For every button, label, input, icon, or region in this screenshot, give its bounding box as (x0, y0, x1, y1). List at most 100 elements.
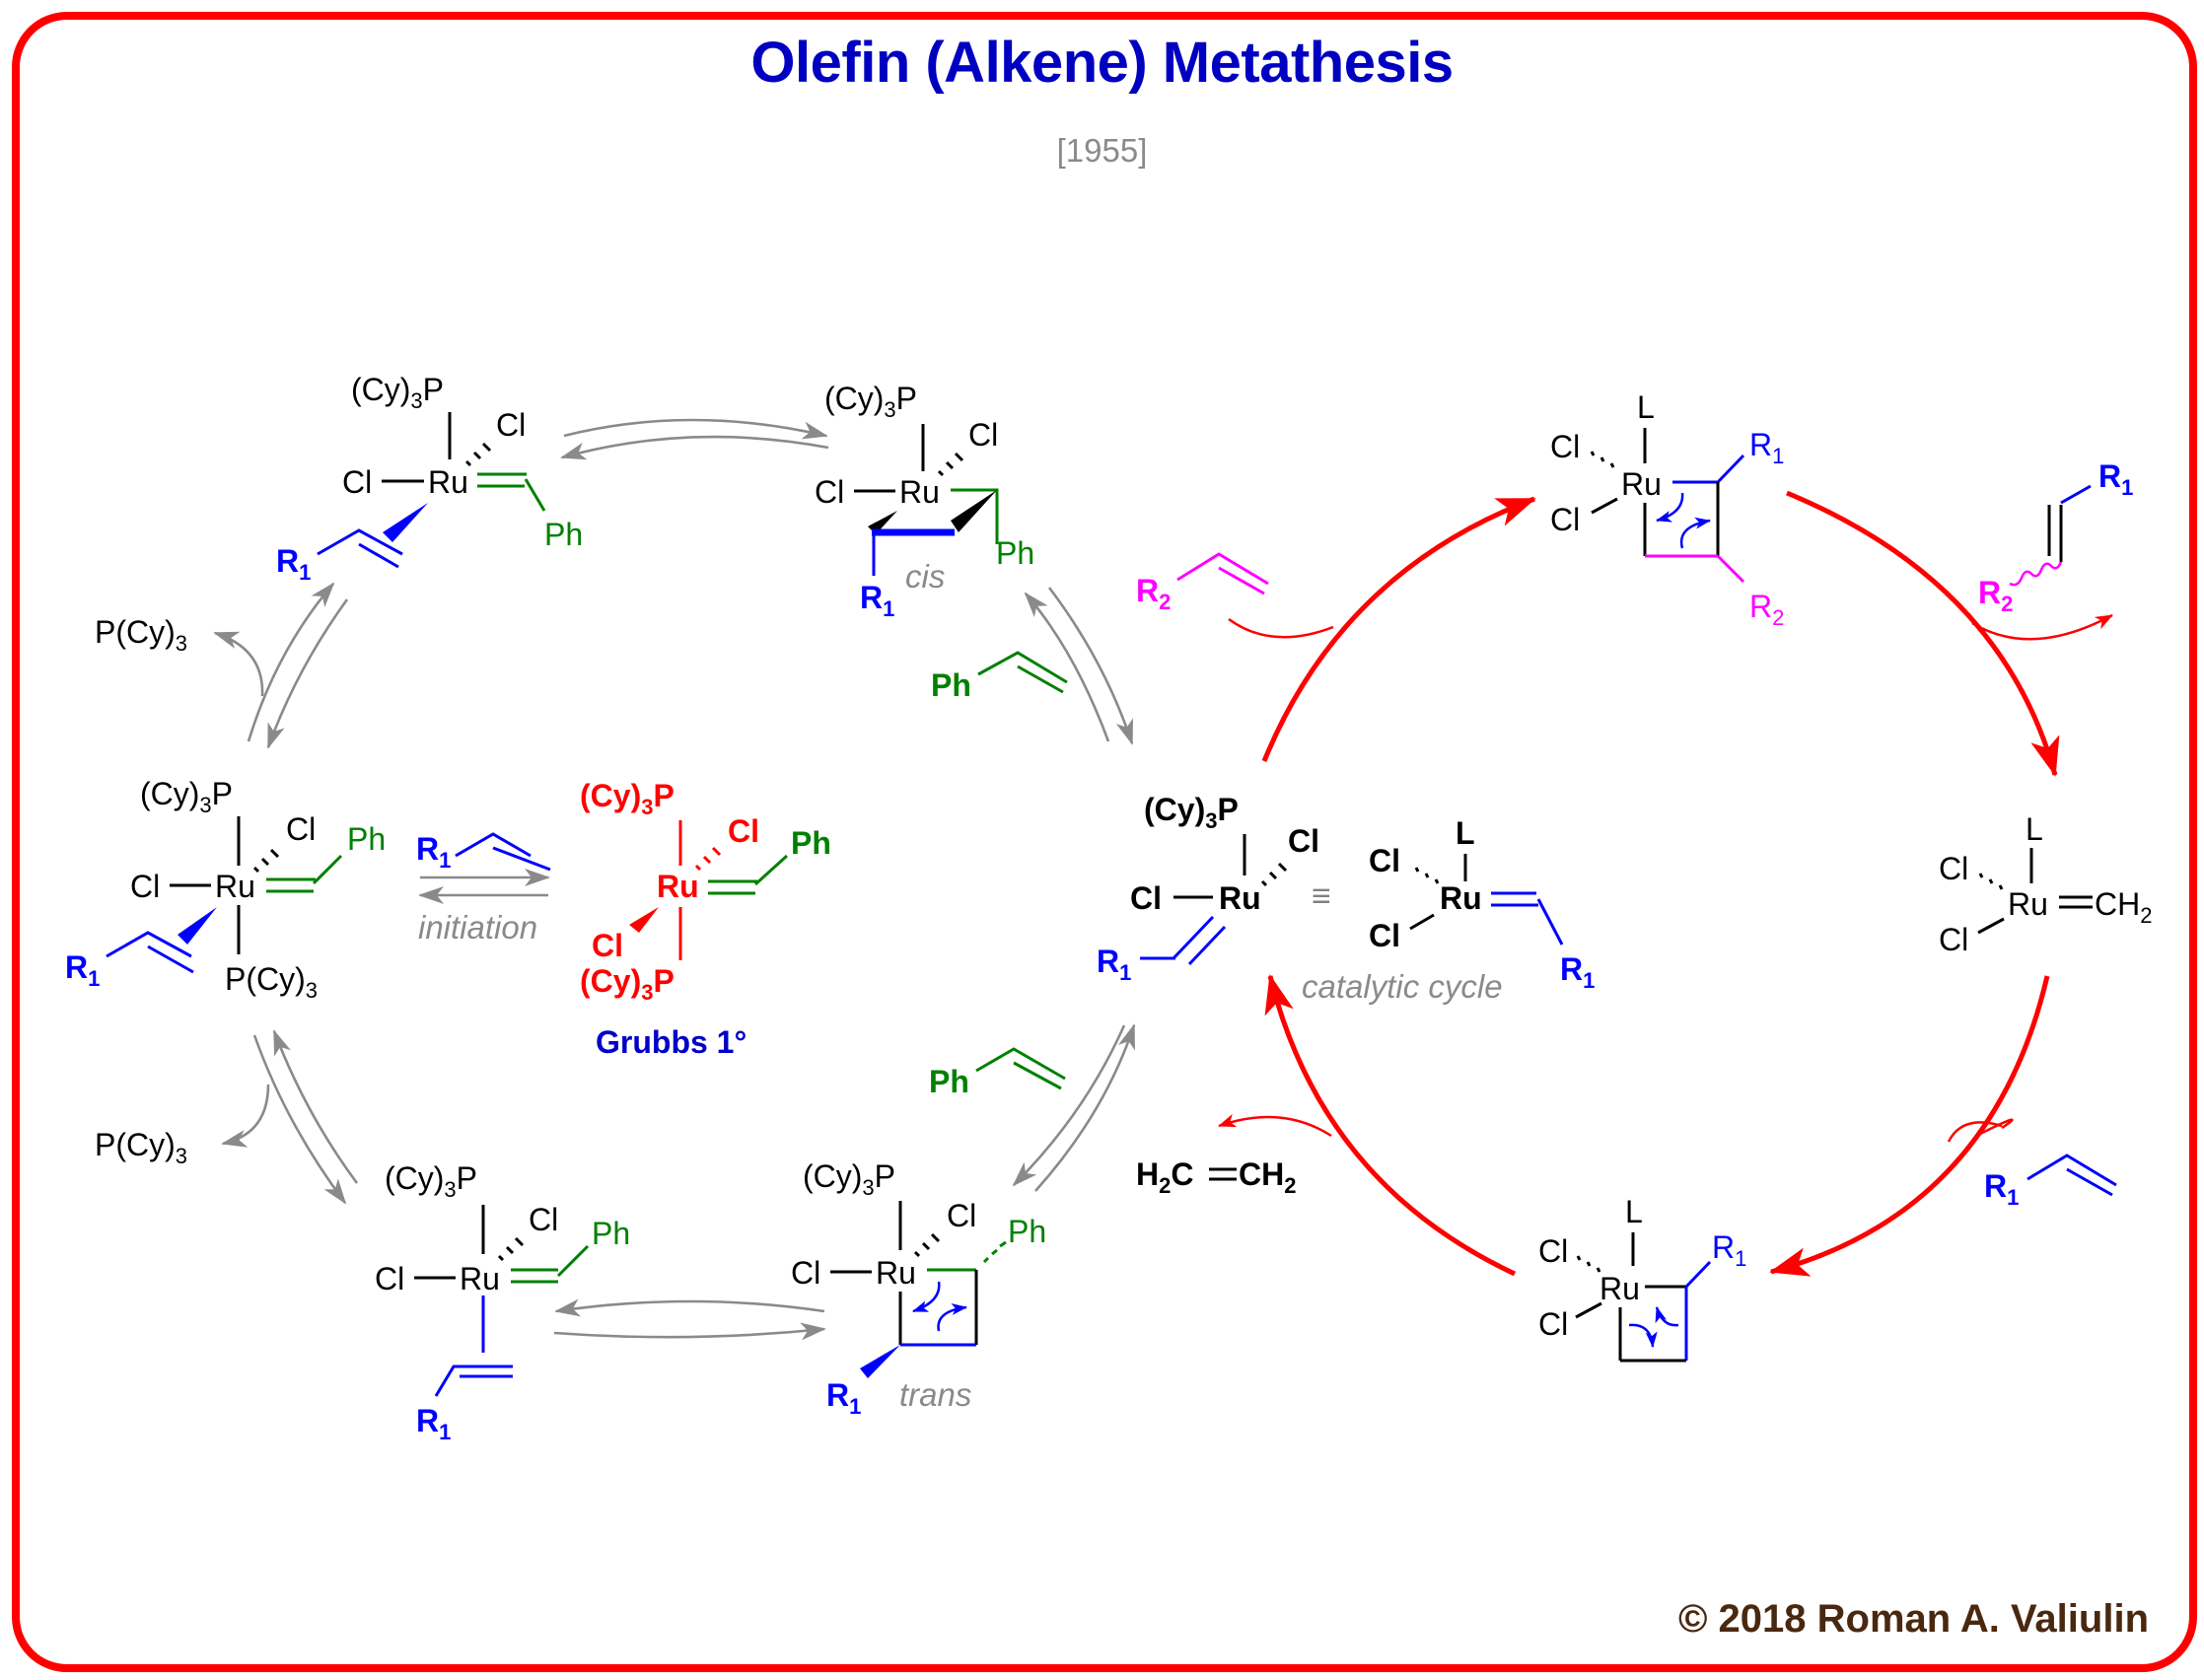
r1-label: R1 (276, 543, 311, 585)
cis-metallacyclobutane: (Cy)3P Cl Cl Ru Ph R1 cis (815, 381, 1034, 621)
ruthenium-label: Ru (1219, 880, 1261, 916)
phosphine-release-arrow-top (213, 631, 264, 697)
cycle-arrow-to-mcb-r1 (1769, 975, 2050, 1277)
ruthenium-label: Ru (1600, 1271, 1640, 1306)
copyright-notice: © 2018 Roman A. Valiulin (1677, 1597, 2149, 1641)
ligand-label: L (2026, 811, 2043, 847)
ruthenium-label: Ru (657, 869, 699, 904)
ligand-label: L (1625, 1194, 1643, 1229)
chloride-label: Cl (1538, 1306, 1568, 1342)
grubbs-first-gen-catalyst: (Cy)3P Cl Ru Ph Cl (Cy)3P Grubbs 1° (580, 778, 831, 1060)
cis-label: cis (905, 558, 945, 595)
cross-metathesis-product: R1 R2 (1978, 458, 2133, 616)
equivalence-symbol: ≡ (1312, 877, 1331, 915)
trans-metallacyclobutane: (Cy)3P Cl Cl Ru Ph R1 trans (791, 1158, 1046, 1419)
methylidene-label: CH2 (2095, 886, 2152, 928)
r1-label: R1 (416, 831, 451, 873)
phosphine-label: (Cy)3P (351, 372, 444, 413)
phosphine-label: (Cy)3P (140, 776, 233, 817)
phenyl-label: Ph (791, 825, 831, 861)
ruthenium-label: Ru (215, 869, 255, 904)
substrate-entry-arc-r2 (1228, 617, 1334, 639)
cycle-arrow-to-methylidene (1786, 490, 2060, 777)
r1-label: R1 (65, 949, 100, 991)
pi-complex-bottom-left: (Cy)3P Cl Cl Ru Ph R1 (375, 1160, 630, 1444)
phenyl-label: Ph (929, 1064, 969, 1099)
phenyl-label: Ph (1008, 1214, 1046, 1249)
phosphine-label: (Cy)3P (824, 381, 917, 422)
phosphine-release-arrow-bottom (221, 1084, 270, 1148)
equilibrium-arrow-from-cis (1047, 587, 1134, 745)
initiation-label: initiation (418, 909, 537, 945)
ruthenium-label: Ru (876, 1255, 916, 1291)
chloride-label: Cl (968, 417, 998, 453)
ethylene-exit-arc (1218, 1113, 1332, 1138)
phenyl-label: Ph (544, 517, 583, 552)
styrene-release-top: Ph (931, 651, 1068, 703)
ruthenium-label: Ru (2008, 886, 2048, 922)
r1-label: R1 (1749, 427, 1784, 468)
ruthenium-label: Ru (899, 474, 940, 510)
styrene-release-bottom: Ph (929, 1047, 1066, 1099)
equilibrium-arrow-forward-bottom (553, 1322, 826, 1341)
r1-label: R1 (416, 1403, 451, 1444)
chloride-label: Cl (1130, 880, 1162, 916)
substrate-entry-arc-r1-curve (1947, 1121, 2003, 1143)
page-frame (12, 12, 2197, 1672)
cycle-arrow-to-mcb-r1r2 (1261, 496, 1536, 762)
ligand-label: L (1456, 815, 1475, 851)
chloride-label: Cl (286, 811, 316, 847)
ruthenium-label: Ru (428, 464, 468, 500)
equilibrium-arrow-forward (563, 418, 828, 440)
chloride-label: Cl (947, 1198, 976, 1233)
free-phosphine-top: P(Cy)3 (95, 614, 187, 656)
equilibrium-arrow-from-trans (1034, 1023, 1136, 1192)
chloride-label: Cl (1939, 922, 1968, 957)
chloride-label: Cl (130, 869, 160, 904)
chloride-label: Cl (592, 928, 623, 963)
year-label: [1955] (1056, 132, 1148, 169)
substrate-entry-arc-r1 (1975, 1118, 2014, 1138)
active-catalyst-ru-alkylidene: (Cy)3P Cl Cl Ru R1 ≡ L Cl Ru Cl R1 catal… (1097, 792, 1595, 1005)
chloride-label: Cl (1939, 851, 1968, 886)
r1-label: R1 (826, 1377, 861, 1419)
ruthenium-label: Ru (460, 1261, 500, 1296)
alkene-r2-substrate: R2 (1136, 552, 1269, 614)
pi-complex-top-left: (Cy)3P Cl Cl Ru Ph R1 (276, 372, 583, 585)
phosphine-label: (Cy)3P (580, 963, 675, 1005)
equilibrium-arrow-to-cis (1024, 592, 1110, 742)
equilibrium-arrow-down-left (266, 598, 349, 749)
phosphine-label: (Cy)3P (803, 1158, 895, 1200)
pi-complex-bis-phosphine: (Cy)3P Cl Cl Ru Ph P(Cy)3 R1 (65, 776, 386, 1003)
ruthenium-label: Ru (1440, 880, 1482, 916)
r1-label: R1 (2098, 458, 2133, 500)
initiation-step: R1 initiation (416, 831, 551, 945)
r1-label: R1 (860, 580, 894, 621)
phosphine-label: (Cy)3P (385, 1160, 477, 1202)
chloride-label: Cl (375, 1261, 404, 1296)
equilibrium-arrow-back (560, 435, 829, 460)
chloride-label: Cl (1538, 1233, 1568, 1269)
metallacyclobutane-r1: L Cl Ru R1 Cl (1538, 1194, 1746, 1363)
ruthenium-label: Ru (1621, 466, 1662, 502)
phenyl-label: Ph (592, 1216, 630, 1251)
equilibrium-arrow-to-trans (1012, 1024, 1126, 1187)
r1-label: R1 (1097, 944, 1131, 985)
phosphine-label: (Cy)3P (580, 778, 675, 819)
chloride-label: Cl (496, 407, 526, 443)
page-title: Olefin (Alkene) Metathesis (750, 31, 1454, 95)
r1-label: R1 (1712, 1229, 1746, 1271)
chloride-label: Cl (1369, 918, 1400, 953)
ethylene-label: H2C (1136, 1156, 1193, 1198)
catalyst-name-label: Grubbs 1° (596, 1024, 747, 1060)
r2-label: R2 (1136, 573, 1171, 614)
phenyl-label: Ph (347, 821, 386, 857)
equilibrium-arrow-up-left (247, 582, 335, 742)
chloride-label: Cl (342, 464, 372, 500)
chloride-label: Cl (529, 1202, 558, 1237)
equilibrium-arrow-back-bottom (554, 1298, 825, 1317)
phenyl-label: Ph (931, 667, 971, 703)
ligand-label: L (1637, 389, 1655, 425)
trans-label: trans (899, 1376, 971, 1413)
